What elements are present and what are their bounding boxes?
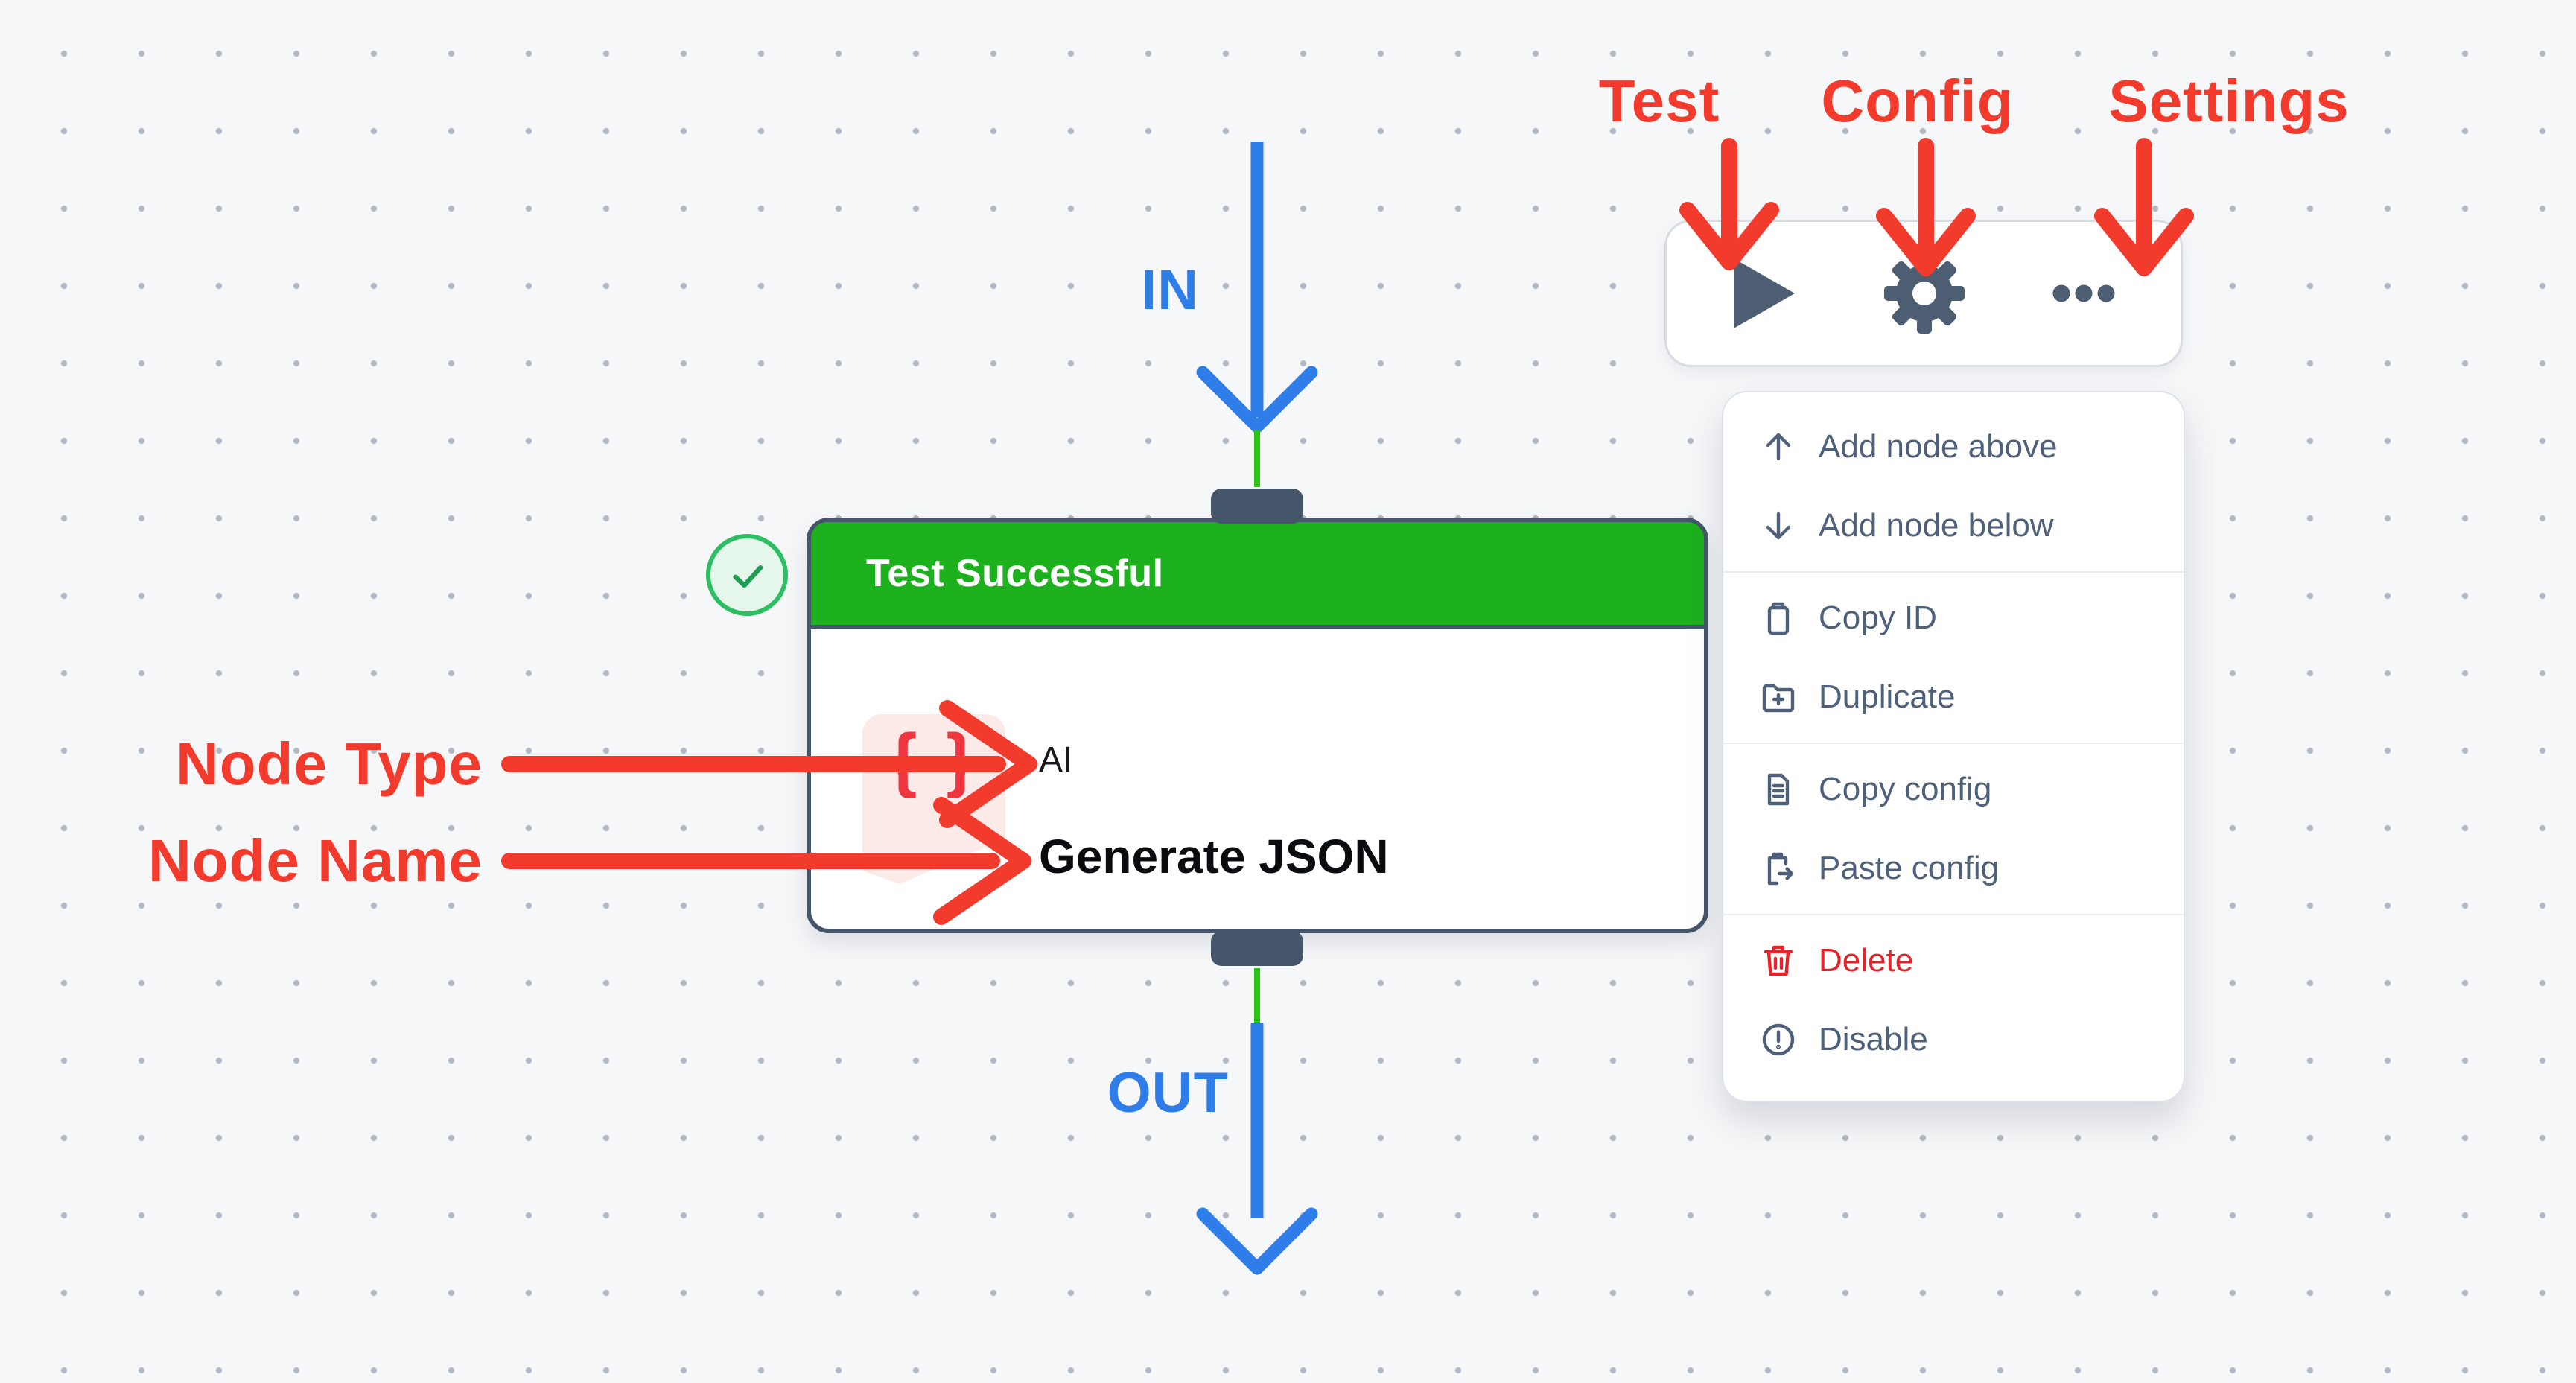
workflow-node[interactable]: Test Successful { } AI Generate JSON	[807, 518, 1708, 933]
output-port[interactable]	[1211, 931, 1303, 966]
node-toolbar	[1664, 220, 2183, 367]
alert-circle-icon	[1759, 1020, 1798, 1059]
menu-item-label: Copy ID	[1819, 600, 1937, 636]
node-status-header: Test Successful	[811, 522, 1704, 629]
menu-item-duplicate[interactable]: Duplicate	[1723, 658, 2184, 737]
menu-item-label: Paste config	[1819, 850, 2000, 886]
ellipsis-icon	[2052, 284, 2115, 302]
annotation-node-name-label: Node Name	[147, 827, 483, 894]
menu-item-add-node-below[interactable]: Add node below	[1723, 486, 2184, 565]
menu-item-label: Delete	[1819, 942, 1914, 979]
config-button[interactable]	[1883, 252, 1966, 335]
node-name-value: Generate JSON	[1039, 830, 1389, 883]
menu-divider	[1723, 914, 2184, 915]
settings-button[interactable]	[2052, 284, 2115, 303]
node-type-value: AI	[1039, 740, 1073, 780]
arrow-up-icon	[1759, 427, 1798, 466]
menu-item-label: Duplicate	[1819, 678, 1956, 715]
menu-item-paste-config[interactable]: Paste config	[1723, 829, 2184, 908]
menu-divider	[1723, 743, 2184, 744]
menu-item-label: Add node above	[1819, 428, 2058, 465]
clipboard-icon	[1759, 599, 1798, 638]
menu-item-add-node-above[interactable]: Add node above	[1723, 407, 2184, 486]
in-arrow	[1196, 142, 1318, 433]
menu-item-disable[interactable]: Disable	[1723, 1000, 2184, 1079]
curly-braces-icon: { }	[889, 719, 979, 799]
node-body: { } AI Generate JSON	[811, 629, 1704, 924]
menu-divider	[1723, 571, 2184, 573]
annotation-test-label: Test	[1598, 68, 1720, 134]
test-run-button[interactable]	[1732, 257, 1796, 330]
annotation-node-type-label: Node Type	[175, 731, 483, 797]
node-status-text: Test Successful	[866, 552, 1164, 595]
file-text-icon	[1759, 770, 1798, 809]
menu-item-copy-id[interactable]: Copy ID	[1723, 579, 2184, 658]
gear-icon	[1884, 253, 1965, 334]
arrow-down-icon	[1759, 506, 1798, 545]
menu-item-delete[interactable]: Delete	[1723, 921, 2184, 1000]
clipboard-arrow-icon	[1759, 849, 1798, 888]
node-context-menu: Add node above Add node below Copy ID Du…	[1722, 391, 2185, 1102]
check-icon	[733, 565, 763, 588]
annotation-settings-label: Settings	[2108, 68, 2350, 134]
test-success-badge	[706, 534, 788, 616]
input-port[interactable]	[1211, 489, 1303, 524]
folder-plus-icon	[1759, 678, 1798, 716]
menu-item-label: Copy config	[1819, 771, 1992, 807]
trash-icon	[1759, 941, 1798, 980]
menu-item-label: Add node below	[1819, 507, 2054, 544]
menu-item-label: Disable	[1819, 1021, 1928, 1058]
annotation-in-label: IN	[1141, 258, 1199, 322]
annotation-out-label: OUT	[1107, 1061, 1229, 1125]
node-type-icon: { }	[862, 714, 1005, 884]
menu-item-copy-config[interactable]: Copy config	[1723, 750, 2184, 829]
annotation-config-label: Config	[1821, 68, 2014, 134]
play-icon	[1734, 258, 1795, 328]
